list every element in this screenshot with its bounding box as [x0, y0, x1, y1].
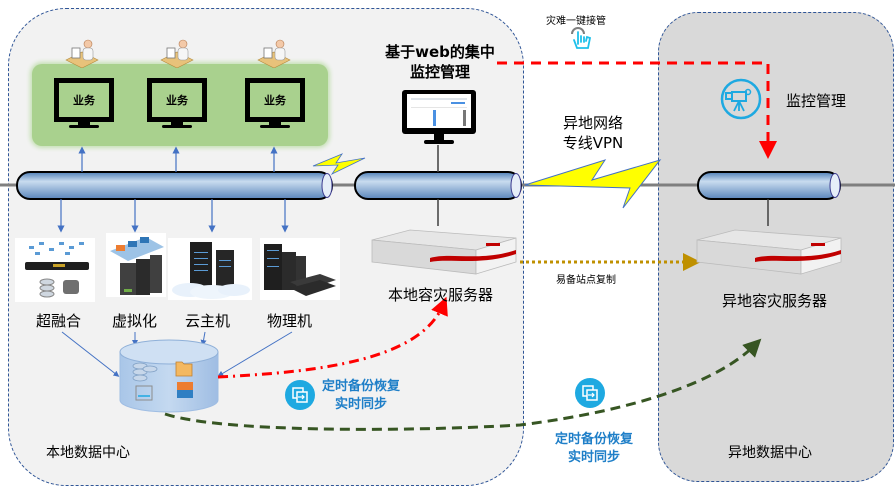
web-monitor-title-line1: 基于web的集中 — [385, 43, 495, 61]
vpn-label: 异地网络 专线VPN — [553, 113, 633, 153]
platform-label-hyperconverged: 超融合 — [36, 312, 82, 330]
physical-server-icon — [260, 238, 340, 300]
business-monitor-label: 业务 — [147, 78, 207, 122]
sync-icon — [575, 378, 605, 408]
remote-dr-server-icon[interactable] — [695, 228, 845, 278]
vpn-label-line2: 专线VPN — [562, 134, 624, 152]
remote-monitor-label: 监控管理 — [786, 92, 847, 110]
web-monitor-title-line2: 监控管理 — [409, 63, 470, 81]
user-workstation-icon — [64, 38, 100, 69]
replication-label: 易备站点复制 — [556, 275, 616, 286]
vpn-label-line1: 异地网络 — [562, 114, 623, 132]
platform-label-physical: 物理机 — [267, 312, 313, 330]
local-datacenter-label: 本地数据中心 — [46, 445, 130, 461]
cloud-host-icon — [168, 238, 252, 300]
platform-label-cloud-host: 云主机 — [185, 312, 231, 330]
remote-sync-label: 定时备份恢复 实时同步 — [545, 431, 643, 467]
hyperconverged-icon — [15, 238, 95, 302]
network-pipe-center — [354, 171, 522, 200]
remote-sync-label-line2: 实时同步 — [567, 450, 620, 465]
network-pipe-left — [16, 171, 333, 200]
local-dr-server-label: 本地容灾服务器 — [388, 286, 494, 304]
local-sync-label-line1: 定时备份恢复 — [322, 379, 401, 394]
web-console-screen — [407, 94, 471, 128]
web-monitor-title: 基于web的集中 监控管理 — [372, 42, 508, 82]
video-camera-icon[interactable] — [720, 78, 762, 120]
lightning-vpn-icon — [524, 159, 662, 209]
remote-sync-line — [164, 338, 762, 431]
user-workstation-icon — [159, 38, 195, 69]
business-monitor: 业务 — [147, 78, 207, 128]
storage-cylinder-icon — [119, 339, 219, 413]
remote-sync-label-line1: 定时备份恢复 — [554, 432, 633, 447]
local-dr-server-icon[interactable] — [370, 228, 520, 278]
network-pipe-right — [697, 171, 841, 200]
takeover-label: 灾难一键接管 — [546, 16, 606, 27]
hand-pointer-icon[interactable] — [568, 26, 594, 52]
local-sync-label: 定时备份恢复 实时同步 — [322, 378, 400, 414]
remote-datacenter-label: 异地数据中心 — [728, 445, 812, 461]
user-workstation-icon — [256, 38, 292, 69]
takeover-line — [497, 61, 777, 159]
business-monitor-label: 业务 — [54, 78, 114, 122]
virtualization-icon — [106, 233, 166, 297]
sync-icon — [285, 380, 315, 410]
local-sync-label-line2: 实时同步 — [335, 397, 388, 412]
business-monitor: 业务 — [54, 78, 114, 128]
web-console-monitor[interactable] — [402, 90, 476, 146]
business-monitor: 业务 — [245, 78, 305, 128]
remote-dr-server-label: 异地容灾服务器 — [722, 292, 828, 310]
local-sync-line — [217, 296, 448, 379]
platform-label-virtualization: 虚拟化 — [112, 312, 158, 330]
lightning-small-icon — [312, 153, 366, 176]
business-monitor-label: 业务 — [245, 78, 305, 122]
